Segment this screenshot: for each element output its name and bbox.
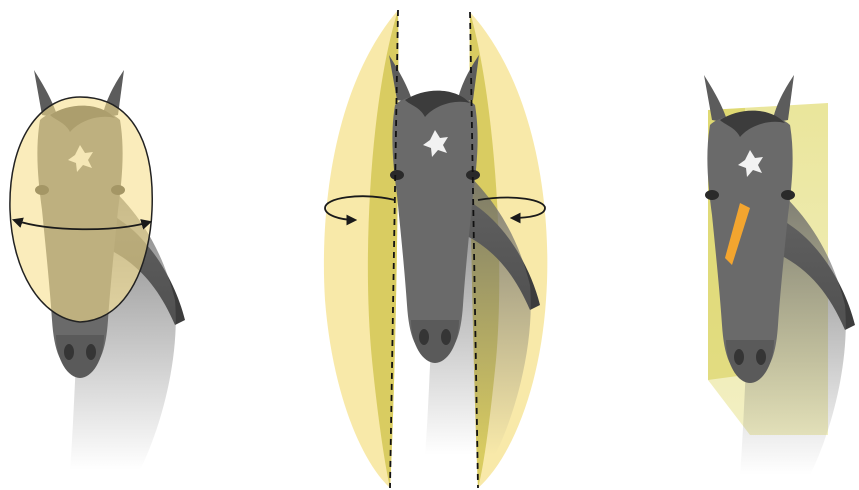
oval-visual-field-icon bbox=[10, 97, 152, 322]
panel-blind-spot bbox=[704, 75, 855, 475]
panel-monocular-fields bbox=[324, 10, 547, 488]
panel-binocular-field bbox=[10, 70, 185, 470]
horse-head-icon bbox=[704, 75, 855, 475]
